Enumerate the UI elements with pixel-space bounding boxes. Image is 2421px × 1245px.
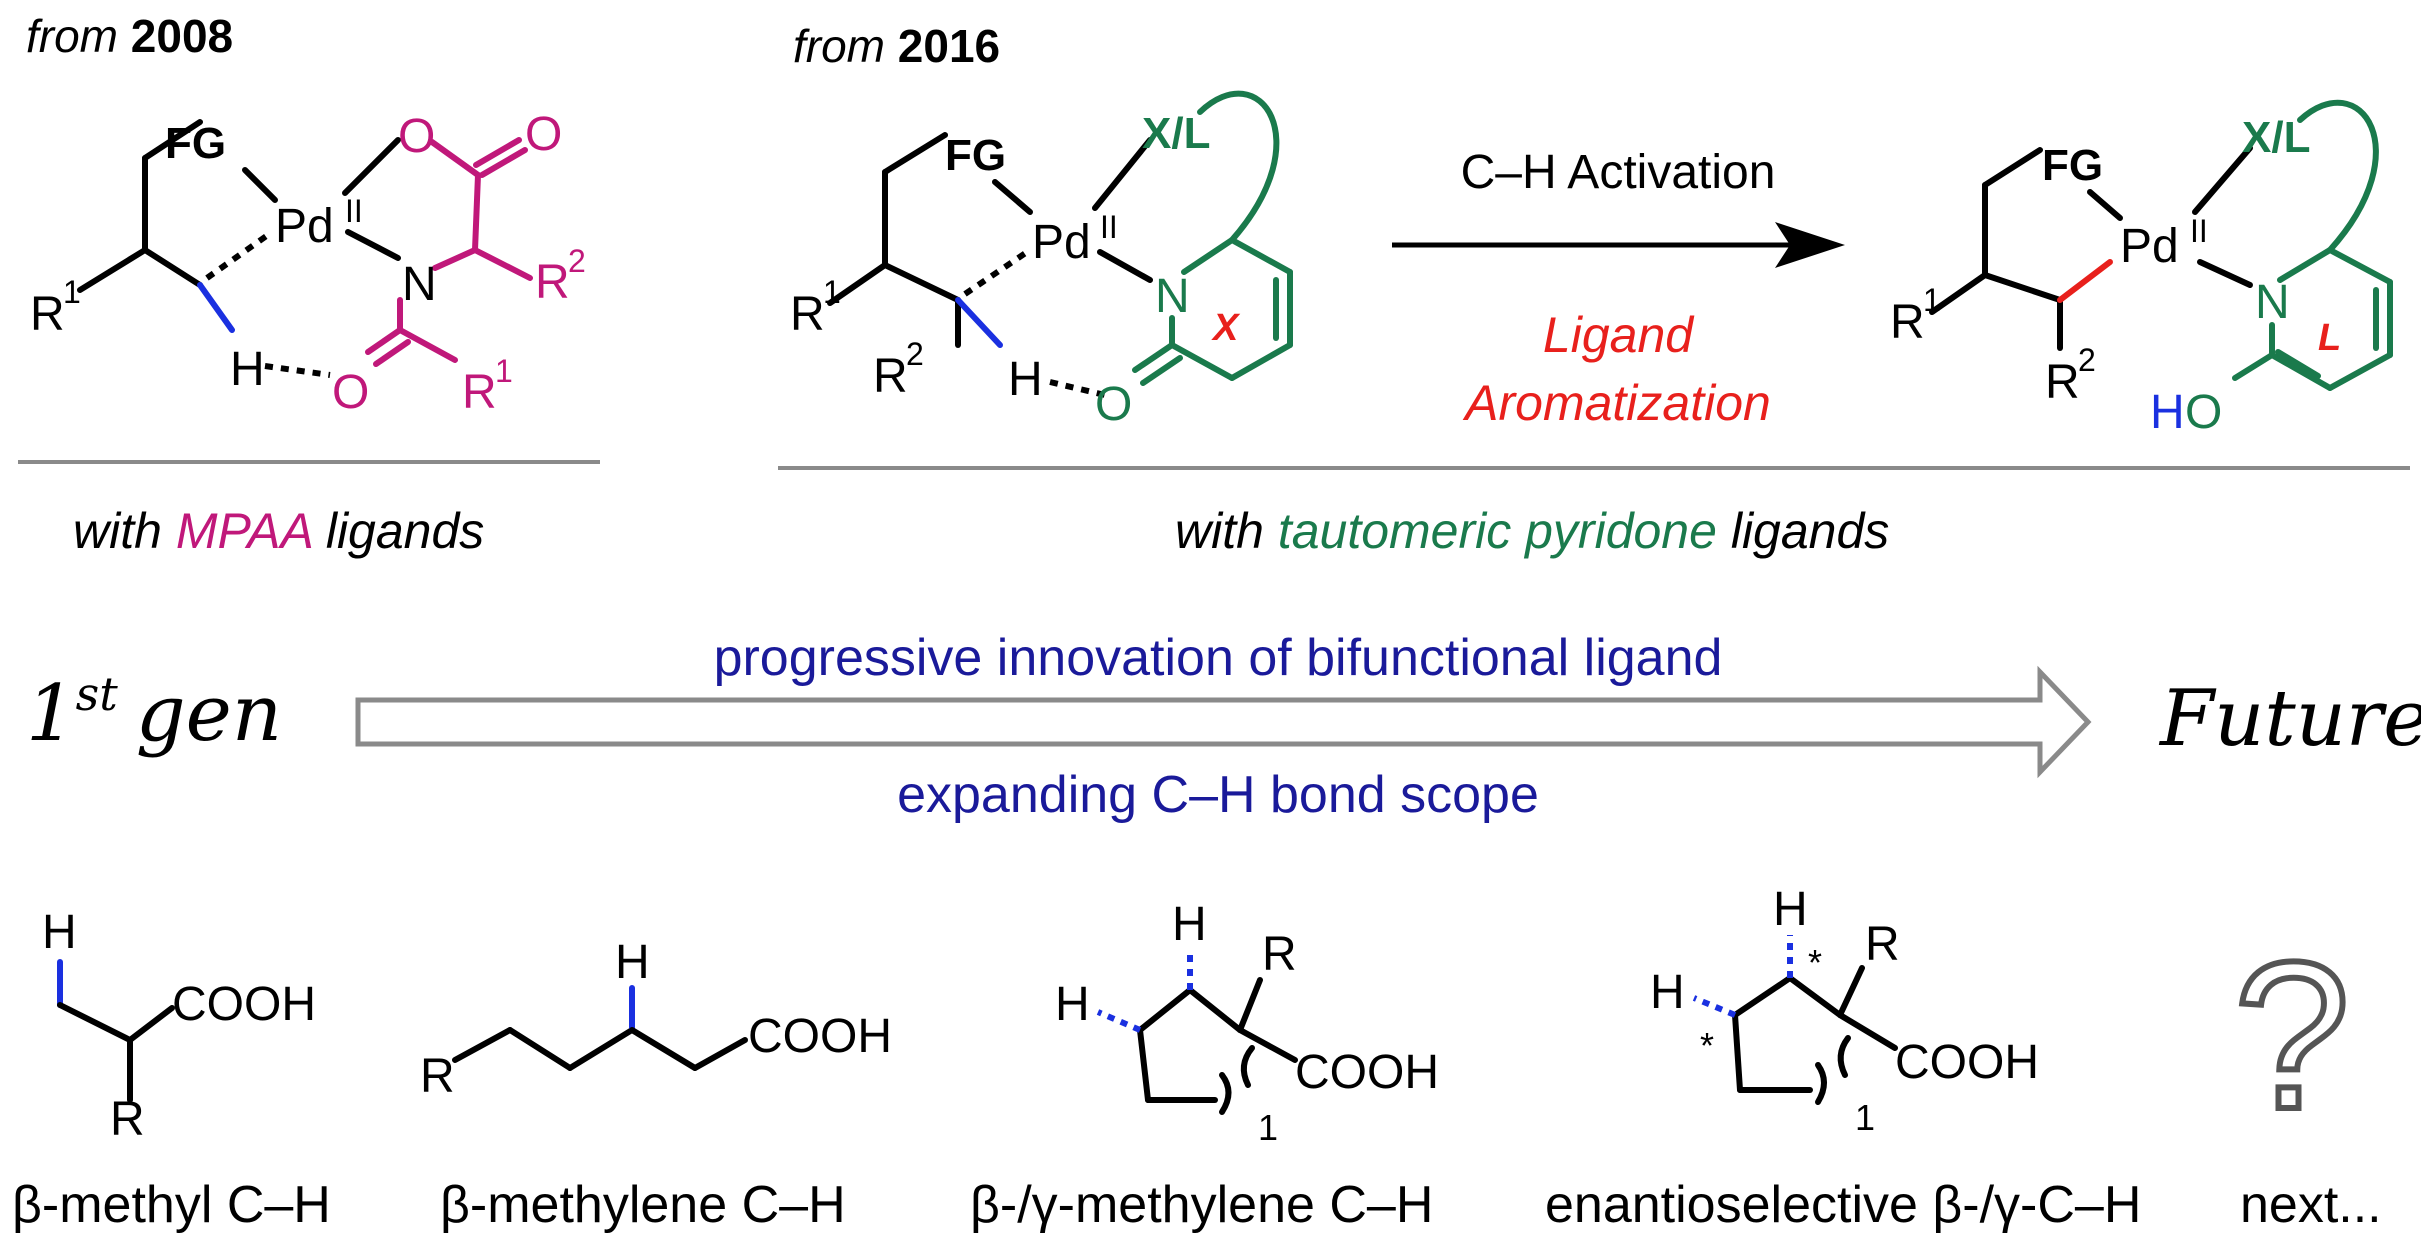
- caption-left: with MPAA ligands: [73, 503, 484, 559]
- scope-structure-methylene: R H COOH: [420, 936, 892, 1103]
- caption-left-pre: with: [73, 503, 176, 559]
- atom-n: N: [2255, 276, 2290, 329]
- scope-structure-enantioselective: H R H COOH 1 * *: [1650, 883, 2039, 1138]
- progress-start-base: 1: [26, 669, 76, 759]
- atom-h: H: [42, 906, 77, 959]
- atom-fg: FG: [945, 131, 1006, 180]
- ligand-tag-l: L: [2318, 317, 2341, 359]
- arrow-top-label: C–H Activation: [1461, 146, 1776, 199]
- atom-fg: FG: [165, 119, 226, 168]
- atom-pd: Pd: [275, 200, 334, 253]
- atom-sub: 1: [1258, 1107, 1278, 1148]
- atom-pd-ox: II: [2190, 213, 2208, 249]
- scope-structure-methyl: H COOH R: [42, 906, 316, 1146]
- scope-label: enantioselective β-/γ-C–H: [1545, 1176, 2141, 1234]
- atom-h: H: [615, 936, 650, 989]
- atom-pd-ox: II: [1100, 209, 1118, 245]
- arrow-bottom-line1: Ligand: [1543, 307, 1695, 363]
- atom-cooh: COOH: [748, 1010, 892, 1063]
- atom-sup: 2: [906, 336, 924, 372]
- progress-start-sup: st: [76, 667, 119, 721]
- caption-right-pre: with: [1175, 503, 1278, 559]
- atom-cooh: COOH: [1895, 1036, 2039, 1089]
- atom-o: O: [525, 108, 562, 161]
- atom-sup: 1: [495, 353, 513, 389]
- progress-start-word: gen: [136, 669, 282, 759]
- atom-sup: 1: [823, 274, 841, 310]
- atom-o: O: [1095, 378, 1132, 431]
- atom-o: O: [2185, 386, 2222, 439]
- atom-r: R: [1890, 296, 1925, 349]
- activated-ch-bond: [197, 282, 235, 333]
- header-right-prefix: from: [793, 20, 898, 72]
- header-right: from 2016: [793, 20, 1000, 72]
- atom-xl: X/L: [2242, 113, 2310, 162]
- atom-xl: X/L: [1142, 109, 1210, 158]
- atom-r: R: [873, 350, 908, 403]
- atom-r: R: [1262, 928, 1297, 981]
- header-left-prefix: from: [26, 10, 131, 62]
- header-left-year: 2008: [131, 10, 233, 62]
- atom-h: H: [1055, 978, 1090, 1031]
- caption-left-highlight: MPAA: [176, 503, 312, 559]
- atom-r: R: [110, 1093, 145, 1146]
- progress-bottom-text: expanding C–H bond scope: [897, 766, 1539, 824]
- atom-h: H: [1172, 898, 1207, 951]
- scope-label: β-/γ-methylene C–H: [970, 1176, 1433, 1234]
- atom-o: O: [398, 110, 435, 163]
- atom-h: H: [1650, 966, 1685, 1019]
- mpaa-complex: FG Pd II O O N R 2 R 1 H O R 1: [30, 108, 586, 419]
- caption-right: with tautomeric pyridone ligands: [1175, 503, 1889, 559]
- caption-left-post: ligands: [312, 503, 484, 559]
- atom-h: H: [230, 343, 265, 396]
- atom-pd-ox: II: [345, 193, 363, 229]
- header-right-year: 2016: [898, 20, 1000, 72]
- atom-sup: 1: [1923, 282, 1941, 318]
- progress-hollow-arrow: [355, 665, 2092, 779]
- stereocenter-star: *: [1700, 1025, 1714, 1066]
- pyridone-complex-after: FG Pd II X/L N L R 1 R 2 H O: [1890, 99, 2393, 439]
- scope-label: β-methyl C–H: [12, 1176, 331, 1234]
- ligand-tag-x: X: [1211, 307, 1241, 349]
- atom-h: H: [2150, 386, 2185, 439]
- scope-label: next...: [2240, 1176, 2382, 1234]
- arrow-bottom-line2: Aromatization: [1462, 375, 1771, 431]
- caption-right-post: ligands: [1717, 503, 1889, 559]
- atom-pd: Pd: [2120, 220, 2179, 273]
- progress-end: Future: [2158, 674, 2421, 764]
- atom-r: R: [1865, 918, 1900, 971]
- atom-fg: FG: [2042, 141, 2103, 190]
- atom-r: R: [420, 1050, 455, 1103]
- atom-r: R: [2045, 356, 2080, 409]
- atom-r: R: [462, 366, 497, 419]
- atom-n: N: [402, 258, 437, 311]
- atom-cooh: COOH: [172, 978, 316, 1031]
- progress-top-text: progressive innovation of bifunctional l…: [714, 629, 1723, 687]
- atom-r: R: [535, 256, 570, 309]
- atom-sub: 1: [1855, 1097, 1875, 1138]
- atom-sup: 2: [2078, 342, 2096, 378]
- atom-pd: Pd: [1032, 216, 1091, 269]
- atom-o: O: [332, 366, 369, 419]
- atom-r: R: [790, 288, 825, 341]
- scope-label: β-methylene C–H: [440, 1176, 846, 1234]
- header-left: from 2008: [26, 10, 233, 62]
- atom-r: R: [30, 288, 65, 341]
- atom-cooh: COOH: [1295, 1046, 1439, 1099]
- caption-right-highlight: tautomeric pyridone: [1278, 503, 1717, 559]
- atom-h: H: [1773, 883, 1808, 936]
- atom-sup: 1: [63, 274, 81, 310]
- scope-structure-cyclic: H R H COOH 1: [1055, 898, 1439, 1148]
- atom-sup: 2: [568, 243, 586, 279]
- question-mark-icon: ?: [2234, 918, 2351, 1153]
- atom-h: H: [1008, 353, 1043, 406]
- stereocenter-star: *: [1808, 942, 1822, 983]
- pyridone-complex-before: FG Pd II X/L N X R 1 R 2 H O: [790, 90, 1293, 431]
- reaction-arrow: C–H Activation Ligand Aromatization: [1392, 146, 1845, 431]
- atom-n: N: [1155, 270, 1190, 323]
